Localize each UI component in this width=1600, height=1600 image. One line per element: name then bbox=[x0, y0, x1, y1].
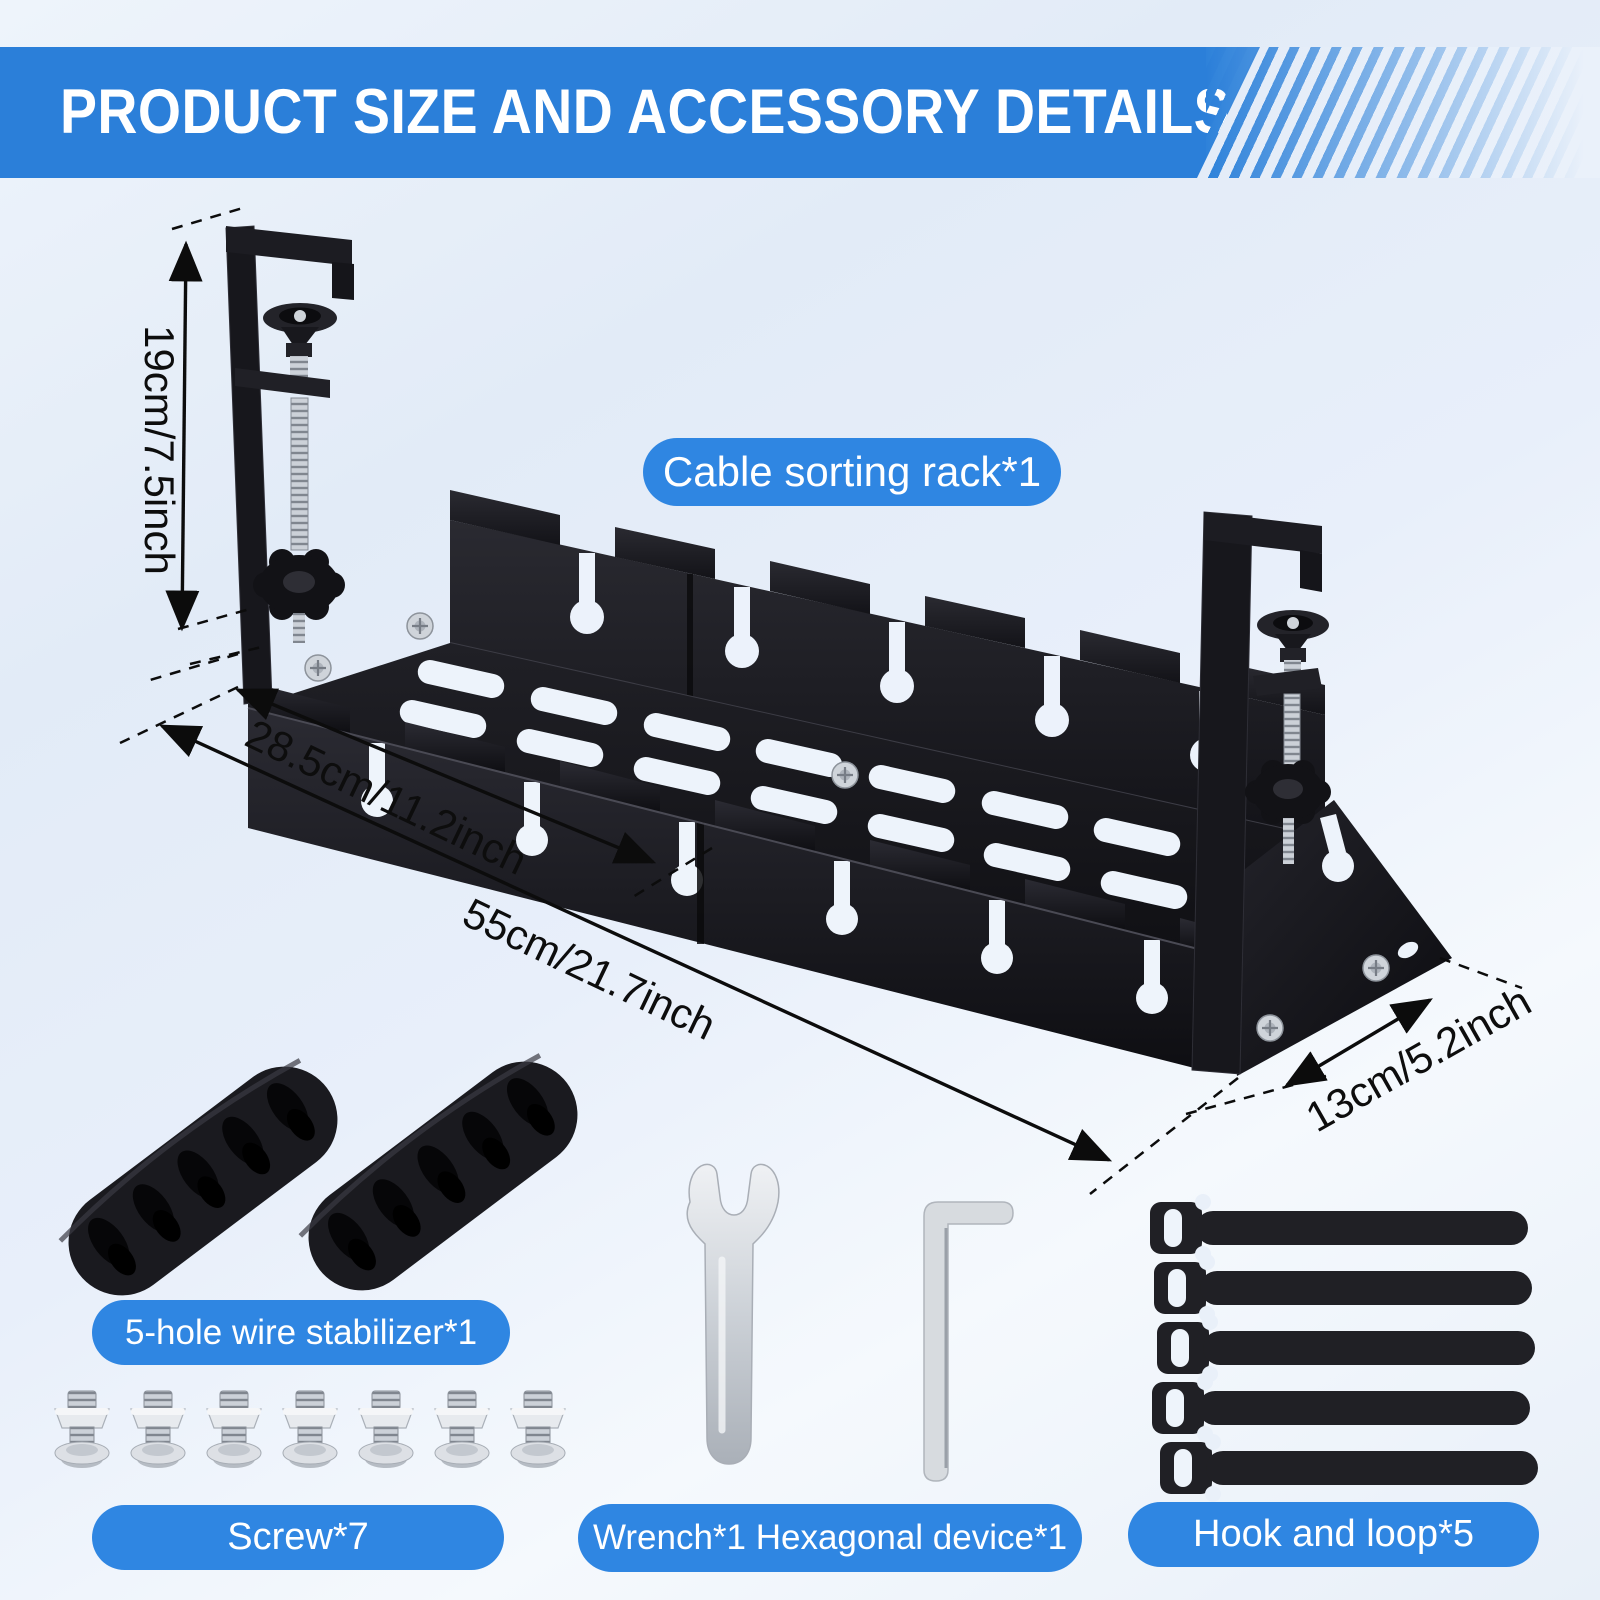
depth-dimension-arrow bbox=[1284, 998, 1433, 1087]
clamp-knob bbox=[1245, 760, 1331, 824]
tools-label-pill: Wrench*1 Hexagonal device*1 bbox=[578, 1504, 1082, 1572]
header-banner: PRODUCT SIZE AND ACCESSORY DETAILS bbox=[0, 47, 1260, 178]
wrench-icon bbox=[686, 1163, 780, 1465]
height-dimension-arrow bbox=[165, 240, 203, 632]
clamp-knob bbox=[253, 549, 345, 620]
height-dimension-label: 19cm/7.5inch bbox=[136, 325, 183, 575]
dimension-arrows bbox=[158, 240, 1433, 1162]
hook-loop-straps bbox=[1150, 1194, 1538, 1502]
length-dimension-arrow bbox=[158, 724, 1113, 1162]
cable-rack-label-pill: Cable sorting rack*1 bbox=[643, 438, 1061, 506]
screws-label-pill: Screw*7 bbox=[92, 1505, 504, 1570]
straps-label-pill: Hook and loop*5 bbox=[1128, 1502, 1539, 1567]
tray-end-cap bbox=[1218, 800, 1452, 1076]
screws-row bbox=[54, 1390, 566, 1469]
stabilizer-label-pill: 5-hole wire stabilizer*1 bbox=[92, 1300, 510, 1365]
banner-diagonal-stripes-decoration bbox=[1206, 47, 1600, 178]
desk-clamp-right bbox=[1191, 511, 1331, 1075]
page-title: PRODUCT SIZE AND ACCESSORY DETAILS bbox=[60, 77, 1232, 147]
wire-stabilizer-clips bbox=[47, 1040, 598, 1316]
hex-key-icon bbox=[923, 1201, 1014, 1482]
desk-clamp-left bbox=[225, 225, 354, 705]
